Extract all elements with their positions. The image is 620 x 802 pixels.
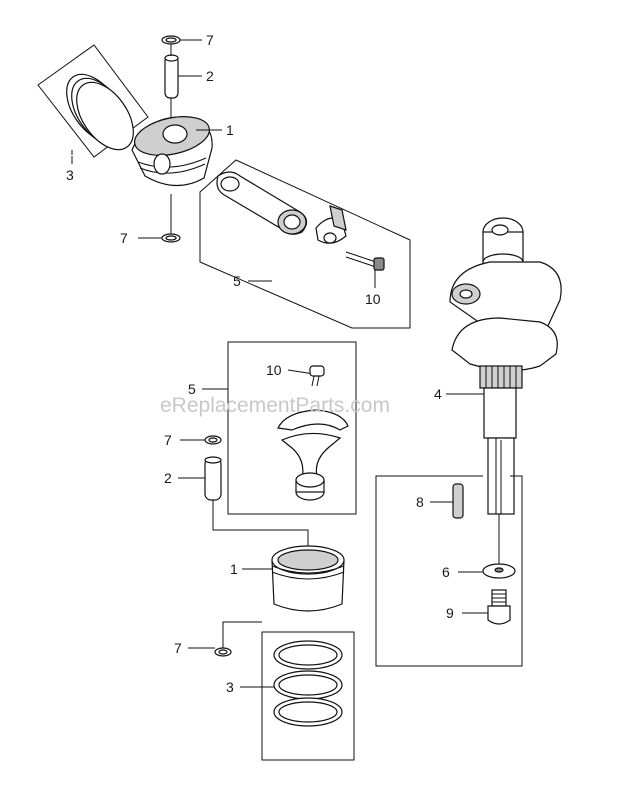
crankshaft bbox=[449, 217, 562, 515]
callout-bottom-piston: 1 bbox=[230, 561, 238, 577]
callout-key: 8 bbox=[416, 494, 424, 510]
callout-bottom-rings: 3 bbox=[226, 679, 234, 695]
crankshaft-frame bbox=[375, 475, 523, 667]
bottom-piston-rings bbox=[261, 631, 355, 761]
callout-top-rings: 3 bbox=[66, 167, 74, 183]
top-lower-clip bbox=[161, 233, 181, 243]
callout-mid-clip: 7 bbox=[164, 432, 172, 448]
callout-top-piston: 1 bbox=[226, 122, 234, 138]
callout-top-ring-clip: 7 bbox=[206, 32, 214, 48]
callout-leaders bbox=[71, 39, 488, 688]
mid-piston-pin bbox=[204, 456, 222, 501]
callout-top-lower-clip: 7 bbox=[120, 230, 128, 246]
mid-rod-frame bbox=[227, 341, 357, 515]
callout-top-pin: 2 bbox=[206, 68, 214, 84]
crank-washer bbox=[482, 563, 516, 579]
watermark-text: eReplacementParts.com bbox=[160, 394, 390, 417]
callout-crankshaft: 4 bbox=[434, 386, 442, 402]
callout-mid-rod-assy: 5 bbox=[188, 381, 196, 397]
callout-top-rod-assy: 5 bbox=[233, 273, 241, 289]
top-piston-pin bbox=[164, 54, 179, 99]
callout-crank-bolt: 9 bbox=[446, 605, 454, 621]
callout-mid-pin: 2 bbox=[164, 470, 172, 486]
mid-clip bbox=[204, 435, 222, 445]
mid-rod-bolt bbox=[287, 365, 325, 387]
top-piston bbox=[131, 116, 213, 187]
top-piston-rings bbox=[37, 44, 149, 158]
top-rod-assembly bbox=[199, 159, 411, 329]
crank-key bbox=[452, 483, 464, 519]
mid-rod-assembly bbox=[277, 409, 349, 501]
leader bbox=[212, 500, 309, 546]
bottom-piston bbox=[271, 545, 345, 612]
callout-top-rod-bolt: 10 bbox=[365, 291, 381, 307]
leader bbox=[222, 621, 262, 648]
top-rod-bolt bbox=[345, 251, 385, 271]
crank-bolt bbox=[487, 589, 511, 625]
bottom-clip bbox=[214, 647, 232, 657]
callout-mid-rod-bolt: 10 bbox=[266, 362, 282, 378]
callout-washer: 6 bbox=[442, 564, 450, 580]
top-ring-clip bbox=[161, 35, 181, 45]
callout-bottom-clip: 7 bbox=[174, 640, 182, 656]
